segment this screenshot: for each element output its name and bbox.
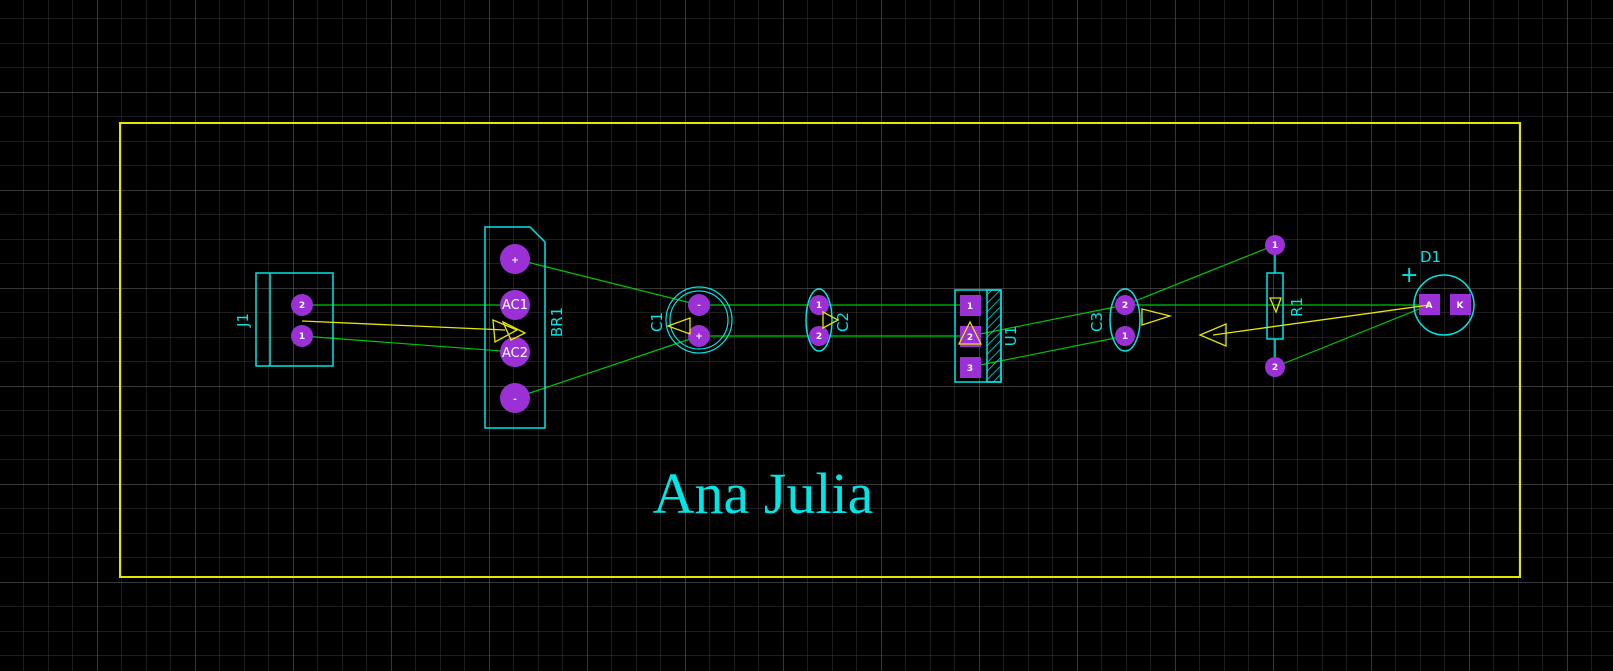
board-title: Ana Julia: [653, 461, 874, 526]
u1-pin-3-label: 3: [967, 364, 973, 374]
arrow-head-c1: [666, 317, 691, 335]
br1-pad-plus: [500, 244, 530, 274]
c1-pin-plus-label: +: [695, 332, 703, 342]
d1-polarity-mark: +: [1400, 263, 1418, 288]
u1-pin-1-label: 1: [967, 302, 973, 312]
c3-pin-2-label: 2: [1122, 301, 1128, 311]
c1-pad-minus: [688, 294, 710, 316]
component-c3[interactable]: 2 1 C3: [1088, 288, 1141, 352]
arrow-head-d1: [1198, 323, 1227, 347]
r1-ref-label: R1: [1288, 297, 1306, 317]
c2-pin-2-label: 2: [816, 332, 822, 342]
r1-pad-1: [1265, 235, 1285, 255]
j1-pin-2-label: 2: [299, 301, 305, 311]
u1-heatsink-tab: [986, 289, 1002, 383]
br1-ref-label: BR1: [548, 307, 566, 337]
j1-body: [255, 272, 334, 367]
c1-ref-label: C1: [648, 312, 666, 332]
arrow-line-j1: [301, 320, 506, 331]
u1-pad-1: [960, 295, 981, 316]
c2-ref-label: C2: [834, 312, 852, 332]
d1-ref-label: D1: [1420, 248, 1441, 266]
arrow-head-u1: [957, 320, 983, 345]
component-d1[interactable]: A K D1 +: [1400, 248, 1475, 336]
br1-body: [484, 226, 546, 429]
c2-pad-2: [809, 326, 829, 346]
j1-ref-label: J1: [234, 313, 252, 328]
u1-pin-2-label: 2: [967, 333, 973, 343]
j1-pin-1-label: 1: [299, 332, 305, 342]
arrow-head-j1-b: [501, 320, 527, 341]
j1-pad-1: [291, 325, 313, 347]
br1-pad-ac1: [500, 290, 530, 320]
c1-pad-plus: [688, 325, 710, 347]
br1-pad-minus: [500, 383, 530, 413]
c2-pad-1: [809, 295, 829, 315]
trace-j1-1: [301, 335, 516, 353]
c3-pad-2: [1115, 295, 1135, 315]
c1-body-outer: [665, 286, 733, 354]
c3-ref-label: C3: [1088, 312, 1106, 332]
br1-pad-ac2: [500, 337, 530, 367]
d1-pin-a-label: A: [1426, 301, 1433, 311]
c3-pin-1-label: 1: [1122, 332, 1128, 342]
c2-body: [805, 288, 833, 352]
arrow-head-r1: [1269, 297, 1282, 314]
r1-pad-2: [1265, 357, 1285, 377]
c2-pin-1-label: 1: [816, 301, 822, 311]
trace-r1-d1: [1274, 304, 1430, 368]
c1-body-inner: [669, 290, 729, 350]
component-c1[interactable]: - + C1: [648, 286, 733, 354]
br1-pin-plus-label: +: [511, 256, 519, 266]
d1-body: [1413, 274, 1475, 336]
arrow-line-d1: [1212, 304, 1430, 336]
c1-pin-minus-label: -: [697, 301, 701, 311]
direction-arrows: [301, 297, 1430, 347]
br1-pin-minus-label: -: [513, 395, 517, 405]
c3-pad-1: [1115, 326, 1135, 346]
r1-pin-1-label: 1: [1272, 241, 1278, 251]
d1-pad-a: [1419, 294, 1440, 315]
component-r1[interactable]: 1 2 R1: [1265, 235, 1306, 377]
d1-pin-k-label: K: [1457, 301, 1465, 311]
u1-ref-label: U1: [1002, 326, 1020, 347]
arrow-head-c2: [822, 310, 840, 330]
br1-pin-ac2-label: AC2: [502, 346, 528, 361]
c3-body: [1109, 288, 1141, 352]
component-br1[interactable]: + AC1 AC2 - BR1: [484, 226, 566, 429]
board-outline[interactable]: [119, 122, 1521, 578]
r1-pin-2-label: 2: [1272, 363, 1278, 373]
trace-c3-r1: [1124, 244, 1276, 306]
u1-pad-3: [960, 357, 981, 378]
br1-pin-ac1-label: AC1: [502, 298, 528, 313]
component-c2[interactable]: 1 2 C2: [805, 288, 852, 352]
component-j1[interactable]: 2 1 J1: [234, 272, 334, 367]
d1-pad-k: [1450, 294, 1471, 315]
j1-pad-2: [291, 294, 313, 316]
arrow-head-c3: [1141, 308, 1173, 326]
